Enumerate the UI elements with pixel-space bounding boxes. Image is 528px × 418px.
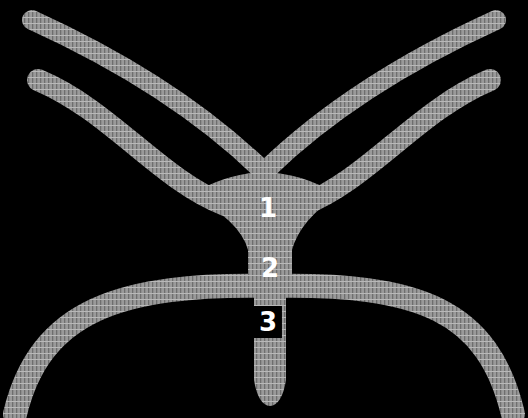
callout-number: 1	[254, 192, 282, 224]
callout-number: 3	[254, 306, 282, 338]
callout-number: 2	[256, 252, 284, 284]
